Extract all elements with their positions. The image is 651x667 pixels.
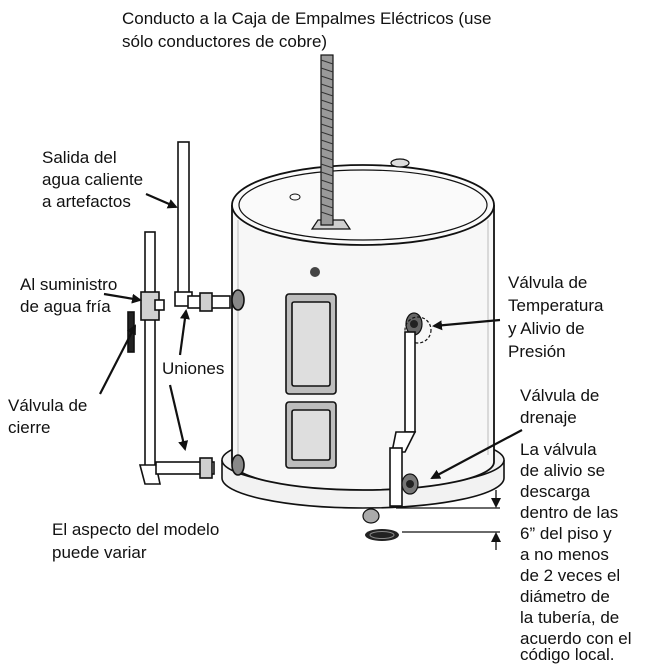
label-tp-line2: Temperatura [508,296,604,315]
label-tp-line1: Válvula de [508,273,588,292]
label-conduit-line1: Conducto a la Caja de Empalmes Eléctrico… [122,9,492,28]
dimension-lines [396,490,501,550]
label-relief-line: dentro de las [520,503,619,522]
label-relief-line: de 2 veces el [520,566,621,585]
label-unions: Uniones [162,359,225,378]
label-relief-line: código local. [520,645,615,664]
label-shutoff-line2: cierre [8,418,51,437]
label-cold-line2: de agua fría [20,297,111,316]
label-drain-line2: drenaje [520,408,577,427]
label-relief-line: La válvula [520,440,597,459]
label-hot-line2: agua caliente [42,170,144,189]
access-panels [285,293,337,469]
label-model-line1: El aspecto del modelo [52,520,220,539]
label-relief-line: la tubería, de [520,608,620,627]
label-hot-line1: Salida del [42,148,117,167]
label-hot-line3: a artefactos [42,192,131,211]
cold-water-pipe [127,231,245,485]
leader-arrows [99,192,523,479]
label-shutoff-line1: Válvula de [8,396,88,415]
drain-valve [362,473,419,524]
label-relief-line: 6” del piso y [520,524,612,543]
label-relief-line: diámetro de [520,587,610,606]
hot-water-pipe [174,141,245,312]
label-drain-line1: Válvula de [520,386,600,405]
label-model-line2: puede variar [52,543,147,562]
label-tp-line3: y Alivio de [508,319,585,338]
floor-drain [365,529,399,541]
label-relief-line: de alivio se [520,461,606,480]
conduit [320,54,334,226]
label-cold-line1: Al suministro [20,275,118,294]
label-relief-line: a no menos [520,545,609,564]
label-relief-line: descarga [520,482,590,501]
label-conduit-line2: sólo conductores de cobre) [122,32,328,51]
relief-valve [389,312,432,507]
label-relief-line: acuerdo con el [520,629,632,648]
label-tp-line4: Presión [508,342,566,361]
